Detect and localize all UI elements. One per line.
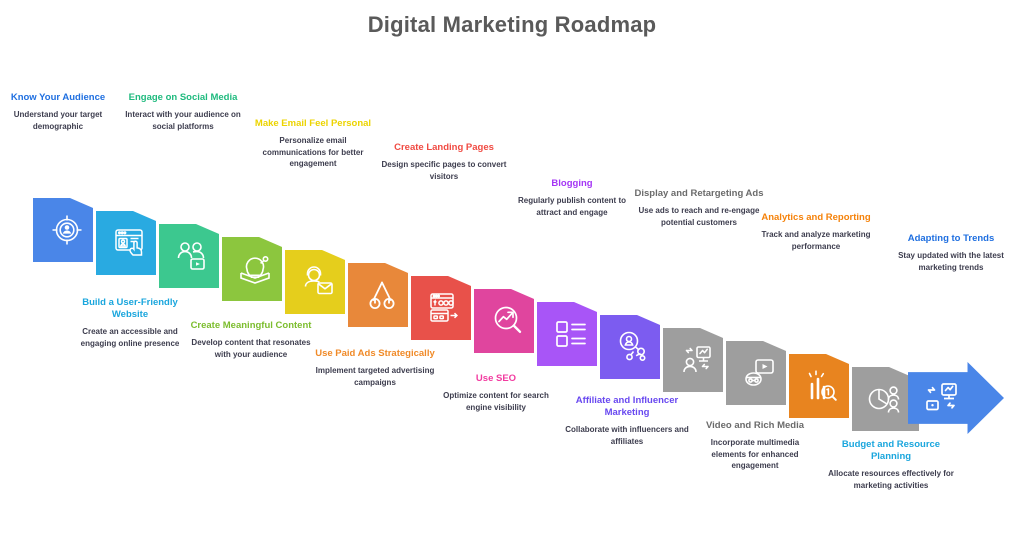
target-audience-icon (52, 215, 81, 245)
step-label-12: Video and Rich Media Incorporate multime… (696, 420, 814, 472)
influencer-network-icon (619, 331, 645, 361)
step-label-11: Display and Retargeting Ads Use ads to r… (629, 188, 769, 228)
step-label-9: Blogging Regularly publish content to at… (508, 178, 636, 218)
social-users-video-icon (177, 242, 205, 270)
step-label-2: Build a User-Friendly Website Create an … (66, 297, 194, 349)
step-desc-14: Allocate resources effectively for marke… (828, 469, 954, 490)
step-card-11[interactable] (660, 325, 733, 395)
step-heading-15: Adapting to Trends (907, 233, 995, 244)
paid-ads-icon (369, 281, 394, 309)
seo-search-growth-icon (494, 306, 521, 333)
step-card-13[interactable] (786, 351, 859, 421)
step-heading-14: Budget and Resource Planning (841, 439, 941, 462)
step-heading-4: Create Meaningful Content (190, 320, 312, 331)
step-heading-5: Make Email Feel Personal (254, 118, 372, 129)
step-card-9[interactable] (534, 299, 607, 369)
step-desc-4: Develop content that resonates with your… (191, 338, 311, 359)
step-heading-13: Analytics and Reporting (761, 212, 871, 223)
step-label-8: Use SEO Optimize content for search engi… (432, 373, 560, 413)
step-label-10: Affiliate and Influencer Marketing Colla… (563, 395, 691, 447)
step-label-1: Know Your Audience Understand your targe… (0, 92, 122, 132)
analytics-chart-magnifier-icon (808, 370, 837, 401)
budget-pie-people-icon (868, 386, 899, 413)
step-heading-9: Blogging (551, 178, 593, 189)
step-card-7[interactable] (408, 273, 481, 343)
step-heading-12: Video and Rich Media (705, 420, 804, 431)
step-card-3[interactable] (156, 221, 229, 291)
step-heading-8: Use SEO (475, 373, 517, 384)
step-card-2[interactable] (93, 208, 166, 278)
step-label-7: Create Landing Pages Design specific pag… (380, 142, 508, 182)
step-label-15: Adapting to Trends Stay updated with the… (888, 233, 1014, 273)
step-desc-9: Regularly publish content to attract and… (517, 196, 626, 217)
step-card-1[interactable] (30, 195, 103, 265)
step-desc-8: Optimize content for search engine visib… (443, 391, 549, 412)
step-card-6[interactable] (345, 260, 418, 330)
step-card-15[interactable] (908, 362, 1004, 434)
step-heading-2: Build a User-Friendly Website (82, 297, 178, 320)
content-book-idea-icon (239, 256, 270, 284)
blog-layout-icon (555, 321, 586, 347)
step-card-8[interactable] (471, 286, 544, 356)
step-desc-12: Incorporate multimedia elements for enha… (710, 438, 800, 470)
step-desc-6: Implement targeted advertising campaigns (315, 366, 435, 387)
step-heading-10: Affiliate and Influencer Marketing (575, 395, 679, 418)
email-person-icon (304, 266, 333, 295)
page-title: Digital Marketing Roadmap (367, 12, 657, 37)
step-desc-5: Personalize email communications for bet… (262, 136, 364, 168)
step-heading-7: Create Landing Pages (394, 142, 494, 153)
step-label-5: Make Email Feel Personal Personalize ema… (249, 118, 377, 170)
retargeting-ads-icon (682, 346, 711, 373)
step-label-6: Use Paid Ads Strategically Implement tar… (311, 348, 439, 388)
step-desc-15: Stay updated with the latest marketing t… (898, 251, 1004, 272)
step-card-10[interactable] (597, 312, 670, 382)
step-heading-11: Display and Retargeting Ads (634, 188, 764, 199)
step-card-4[interactable] (219, 234, 292, 304)
step-card-5[interactable] (282, 247, 355, 317)
step-desc-7: Design specific pages to convert visitor… (381, 160, 507, 181)
step-desc-2: Create an accessible and engaging online… (80, 327, 180, 348)
website-touch-icon (114, 229, 143, 256)
step-card-12[interactable] (723, 338, 796, 408)
step-heading-6: Use Paid Ads Strategically (315, 348, 435, 359)
landing-page-conversion-icon (429, 293, 458, 322)
step-label-4: Create Meaningful Content Develop conten… (187, 320, 315, 360)
adapt-trends-arrow-icon (926, 383, 957, 411)
step-label-13: Analytics and Reporting Track and analyz… (757, 212, 875, 252)
step-desc-3: Interact with your audience on social pl… (125, 110, 241, 131)
step-desc-10: Collaborate with influencers and affilia… (565, 425, 689, 446)
step-heading-3: Engage on Social Media (128, 92, 238, 103)
step-label-14: Budget and Resource Planning Allocate re… (827, 439, 955, 491)
step-desc-13: Track and analyze marketing performance (761, 230, 871, 251)
step-heading-1: Know Your Audience (10, 92, 106, 103)
video-rich-media-icon (744, 359, 774, 386)
step-desc-11: Use ads to reach and re-engage potential… (638, 206, 760, 227)
step-desc-1: Understand your target demographic (13, 110, 103, 131)
step-label-3: Engage on Social Media Interact with you… (119, 92, 247, 132)
